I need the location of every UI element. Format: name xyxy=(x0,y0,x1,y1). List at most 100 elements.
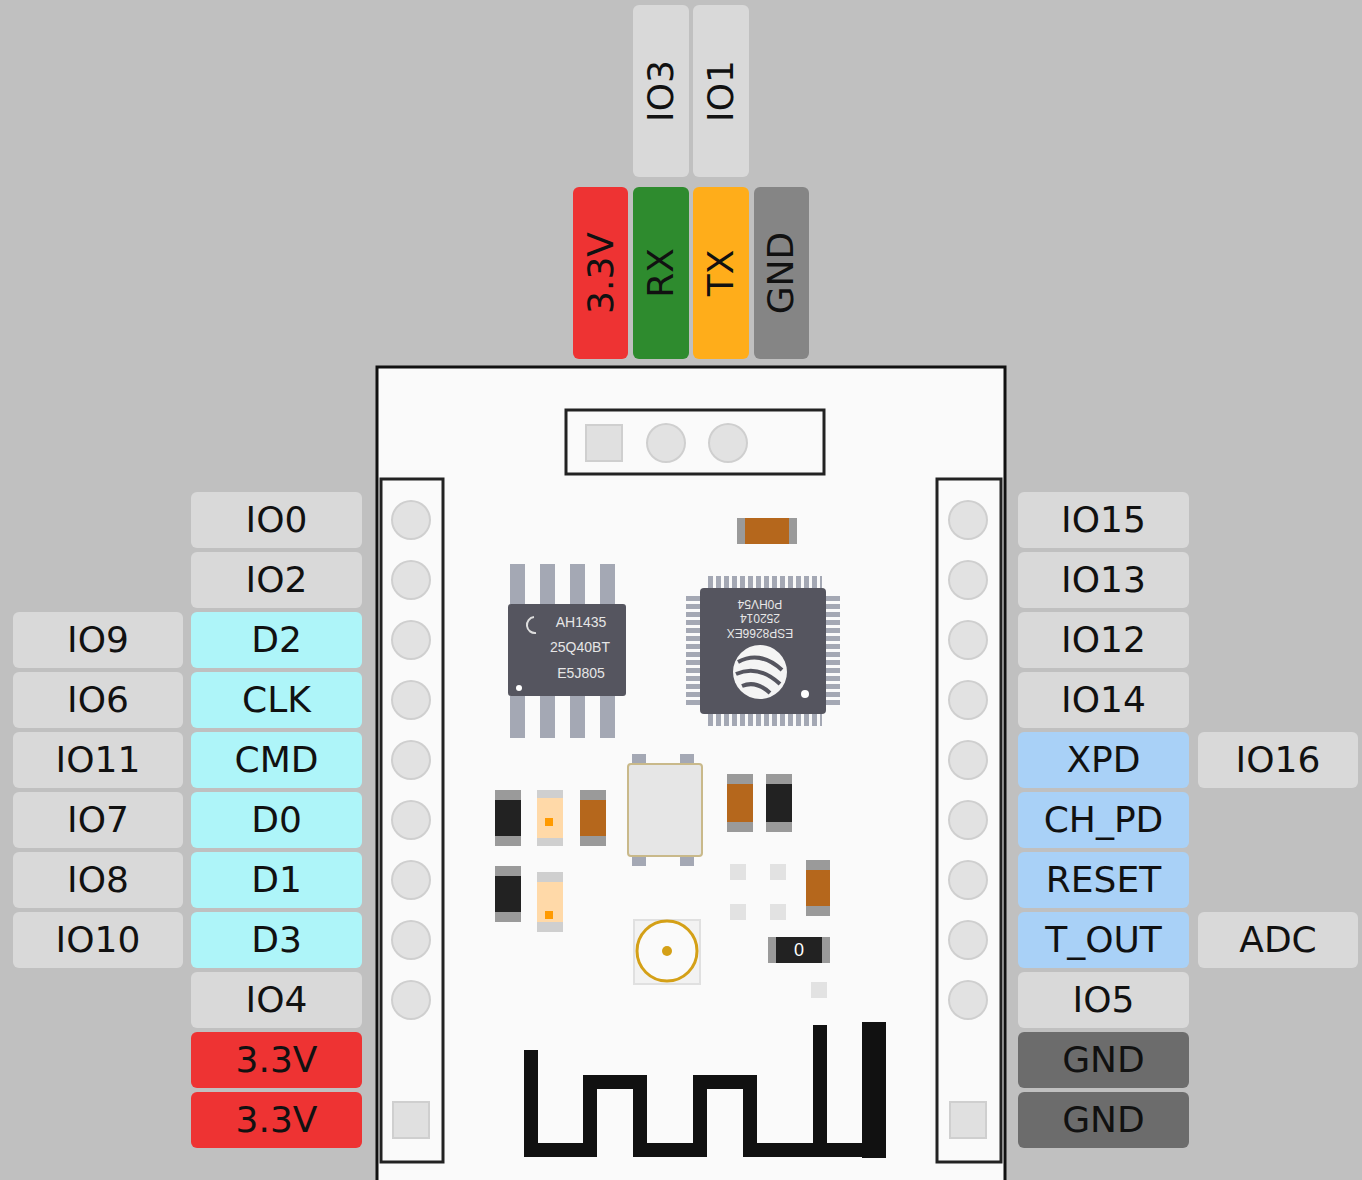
pin-name: 3.3V xyxy=(583,232,619,314)
component-ends xyxy=(806,860,830,916)
pin-name: IO12 xyxy=(1061,622,1146,658)
led xyxy=(537,798,563,838)
solder-pad xyxy=(770,864,786,880)
chip-marking: AH1435 xyxy=(556,615,607,629)
right-pads xyxy=(950,520,986,1060)
control-pin: CH_PD xyxy=(1018,792,1189,848)
gpio-label: IO9 xyxy=(13,612,183,668)
header-pads xyxy=(666,425,790,461)
led-ends xyxy=(537,790,563,846)
serial-header xyxy=(566,410,824,474)
antenna-connector xyxy=(637,921,697,981)
pcb-antenna xyxy=(531,1025,874,1150)
control-pin: XPD xyxy=(1018,732,1189,788)
resistor xyxy=(727,784,753,822)
solder-pad xyxy=(811,982,827,998)
pin-name: IO11 xyxy=(56,742,141,778)
pin-name: IO2 xyxy=(246,562,308,598)
crystal xyxy=(628,764,702,856)
soc-pins-left xyxy=(686,596,700,708)
led-ends xyxy=(537,872,563,932)
header-pad xyxy=(586,425,622,461)
pin-name: IO4 xyxy=(246,982,308,1018)
pin1-dot xyxy=(516,685,522,691)
header-pad-rims xyxy=(666,423,790,463)
pin-name: GND xyxy=(764,232,800,315)
led xyxy=(537,882,563,922)
pin-name: IO15 xyxy=(1061,502,1146,538)
gpio-label: IO13 xyxy=(1018,552,1189,608)
flash-pin: CMD xyxy=(191,732,362,788)
flash-logo xyxy=(527,617,536,633)
gpio-label: IO3 xyxy=(633,5,689,177)
led-dot xyxy=(545,818,553,826)
gpio-label: IO15 xyxy=(1018,492,1189,548)
gpio-label: IO6 xyxy=(13,672,183,728)
gpio-label: IO11 xyxy=(13,732,183,788)
solder-pad xyxy=(770,904,786,920)
chip-marking: E5J805 xyxy=(557,666,604,680)
resistor-value: 0 xyxy=(794,941,804,959)
zero-ohm-resistor xyxy=(776,937,822,963)
capacitor xyxy=(495,876,521,912)
pin-name: GND xyxy=(1062,1042,1145,1078)
gpio-label: IO8 xyxy=(13,852,183,908)
soc-pins-right xyxy=(826,596,840,708)
gpio-label: IO5 xyxy=(1018,972,1189,1028)
pin-name: TX xyxy=(703,250,739,297)
antenna-connector-pin xyxy=(662,946,672,956)
pin-name: ADC xyxy=(1239,922,1316,958)
gpio-label: IO16 xyxy=(1198,732,1358,788)
pin-name: IO5 xyxy=(1073,982,1135,1018)
pin-name: IO8 xyxy=(67,862,129,898)
pin-name: IO1 xyxy=(703,60,739,122)
chip-marking: P0HV54 xyxy=(738,598,783,610)
pin-name: IO3 xyxy=(643,60,679,122)
pin-name: IO6 xyxy=(67,682,129,718)
pin-name: IO7 xyxy=(67,802,129,838)
pin-name: D2 xyxy=(251,622,302,658)
component-ends xyxy=(580,790,606,846)
flash-pin: D0 xyxy=(191,792,362,848)
espressif-logo xyxy=(733,645,787,699)
solder-pad xyxy=(730,904,746,920)
pin-name: IO10 xyxy=(56,922,141,958)
resistor xyxy=(580,800,606,836)
flash-pin: D2 xyxy=(191,612,362,668)
pin-name: 3.3V xyxy=(236,1102,318,1138)
module-board xyxy=(377,367,1005,1180)
soc-pins-bottom xyxy=(708,714,822,726)
chip-marking: 252014 xyxy=(740,612,780,624)
left-header xyxy=(381,479,443,1162)
gpio-label: IO2 xyxy=(191,552,362,608)
resistor xyxy=(806,870,830,906)
pin-name: 3.3V xyxy=(236,1042,318,1078)
gpio-label: IO4 xyxy=(191,972,362,1028)
pin-name: T_OUT xyxy=(1045,922,1162,958)
chip-marking: 25Q40BT xyxy=(550,640,610,654)
right-pad-rims xyxy=(948,520,988,1060)
right-square-pad xyxy=(950,1102,986,1138)
pin-name: RX xyxy=(643,248,679,298)
flash-pin: D1 xyxy=(191,852,362,908)
pin-name: CMD xyxy=(235,742,319,778)
flash-pins-bottom xyxy=(510,696,625,738)
pin-name: CLK xyxy=(242,682,311,718)
solder-pad xyxy=(730,864,746,880)
pin-name: D1 xyxy=(251,862,302,898)
component-ends xyxy=(495,866,521,922)
gpio-label: IO7 xyxy=(13,792,183,848)
power-pin: 3.3V xyxy=(191,1032,362,1088)
gpio-label: IO10 xyxy=(13,912,183,968)
resistor-body xyxy=(745,518,789,544)
left-square-pad xyxy=(393,1102,429,1138)
pin-name: GND xyxy=(1062,1102,1145,1138)
left-pad-rims xyxy=(391,520,431,1060)
gpio-label: IO12 xyxy=(1018,612,1189,668)
resistor-ends xyxy=(768,937,830,963)
gpio-label: IO1 xyxy=(693,5,749,177)
flash-pins-top xyxy=(510,564,625,604)
pcb-antenna-arm xyxy=(862,1022,886,1158)
adc-label: ADC xyxy=(1198,912,1358,968)
led-dot xyxy=(545,911,553,919)
